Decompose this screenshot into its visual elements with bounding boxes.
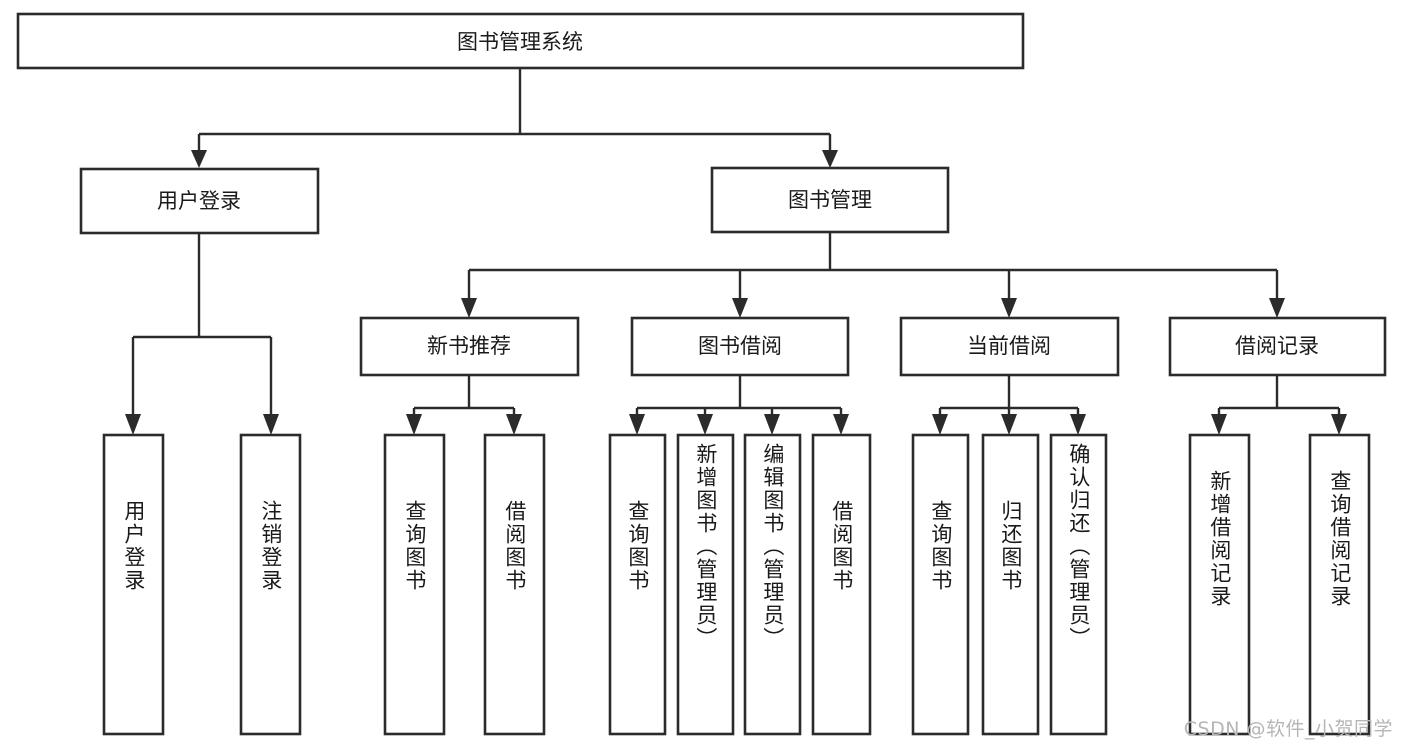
node-book-borrow-box[interactable] xyxy=(630,316,850,377)
leaf-box-query-book-rec[interactable] xyxy=(383,433,446,736)
arrow-head-bookborrow-leaf-2 xyxy=(697,414,713,435)
node-user-login-label: 用户登录 xyxy=(157,189,241,213)
arrow-head-leaf-logout xyxy=(263,414,279,435)
leaf-box-query-borrow-record[interactable] xyxy=(1308,433,1371,736)
arrow-head-currentborrow-leaf-1 xyxy=(932,414,948,435)
leaf-box-user-login[interactable] xyxy=(102,433,165,736)
arrow-head-new-book-rec xyxy=(461,298,477,318)
leaf-box-query-book-borrow[interactable] xyxy=(608,433,667,736)
arrow-head-currentborrow-leaf-3 xyxy=(1070,414,1086,435)
leaf-box-add-book-admin[interactable] xyxy=(676,433,735,736)
node-book-borrow[interactable]: 图书借阅 xyxy=(630,316,850,377)
node-borrow-record[interactable]: 借阅记录 xyxy=(1168,316,1387,377)
node-new-book-recommend-label: 新书推荐 xyxy=(427,334,511,358)
node-book-borrow-label: 图书借阅 xyxy=(698,334,782,358)
node-borrow-record-box[interactable] xyxy=(1168,316,1387,377)
arrow-head-bookborrow-leaf-4 xyxy=(833,414,849,435)
node-book-management-box[interactable] xyxy=(710,166,950,234)
node-root-box[interactable] xyxy=(16,12,1025,70)
node-user-login[interactable]: 用户登录 xyxy=(79,167,320,235)
arrow-head-newbook-leaf-2 xyxy=(506,414,522,435)
node-current-borrow[interactable]: 当前借阅 xyxy=(899,316,1120,377)
leaf-box-edit-book-admin[interactable] xyxy=(743,433,802,736)
node-new-book-recommend-box[interactable] xyxy=(359,316,580,377)
node-current-borrow-box[interactable] xyxy=(899,316,1120,377)
arrow-head-user-login xyxy=(191,150,207,168)
arrow-head-borrow-record xyxy=(1269,298,1285,318)
node-root[interactable]: 图书管理系统 xyxy=(16,12,1025,70)
arrow-head-book-borrow xyxy=(732,298,748,318)
leaf-box-borrow-book[interactable] xyxy=(811,433,872,736)
arrow-head-currentborrow-leaf-2 xyxy=(1001,414,1017,435)
leaf-boxes-group xyxy=(102,433,1371,736)
node-root-label: 图书管理系统 xyxy=(457,30,583,54)
arrow-head-bookborrow-leaf-1 xyxy=(629,414,645,435)
arrow-head-current-borrow xyxy=(1001,298,1017,318)
leaf-box-logout[interactable] xyxy=(239,433,302,736)
node-book-management-label: 图书管理 xyxy=(788,188,872,212)
leaf-box-confirm-return-admin[interactable] xyxy=(1049,433,1108,736)
arrow-head-leaf-user-login xyxy=(125,414,141,435)
arrow-head-borrowrecord-leaf-1 xyxy=(1211,414,1227,435)
node-book-management[interactable]: 图书管理 xyxy=(710,166,950,234)
node-current-borrow-label: 当前借阅 xyxy=(967,334,1051,358)
leaf-box-borrow-book-rec[interactable] xyxy=(483,433,546,736)
arrow-head-newbook-leaf-1 xyxy=(406,414,422,435)
leaf-box-add-borrow-record[interactable] xyxy=(1188,433,1251,736)
watermark-text: CSDN @软件_小贺同学 xyxy=(1183,718,1393,740)
arrow-head-bookborrow-leaf-3 xyxy=(764,414,780,435)
connectors-group xyxy=(125,68,1347,435)
arrow-head-borrowrecord-leaf-2 xyxy=(1331,414,1347,435)
node-user-login-box[interactable] xyxy=(79,167,320,235)
arrow-head-book-mgmt xyxy=(822,150,838,168)
node-borrow-record-label: 借阅记录 xyxy=(1235,334,1319,358)
leaf-box-return-book[interactable] xyxy=(981,433,1040,736)
leaf-box-query-book-current[interactable] xyxy=(911,433,970,736)
node-new-book-recommend[interactable]: 新书推荐 xyxy=(359,316,580,377)
